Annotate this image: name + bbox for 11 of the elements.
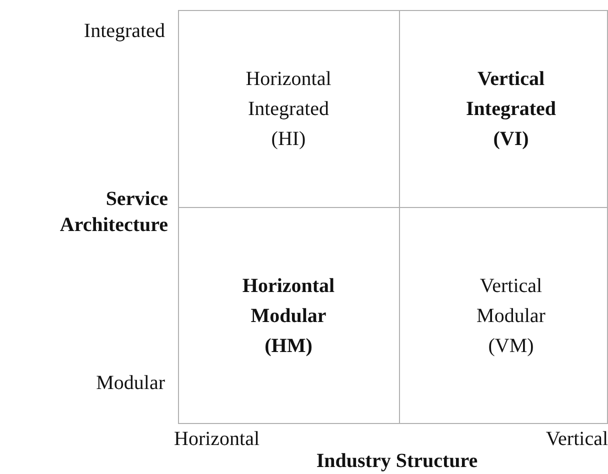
axis-title: Service Architecture [58, 187, 168, 238]
quadrant-label: Horizontal Modular (HM) [241, 274, 336, 359]
quadrant-label: Vertical Modular (VM) [476, 274, 546, 359]
axis-end-label: Vertical [544, 427, 608, 452]
quadrant-label: Horizontal Integrated (HI) [244, 66, 332, 152]
quadrant-cell [178, 10, 400, 208]
axis-end-label: Horizontal [174, 427, 261, 452]
axis-end-label: Modular [95, 371, 165, 396]
axis-title: Industry Structure [315, 449, 479, 474]
quadrant-label: Vertical Integrated (VI) [465, 66, 557, 152]
axis-end-label: Integrated [82, 19, 165, 44]
